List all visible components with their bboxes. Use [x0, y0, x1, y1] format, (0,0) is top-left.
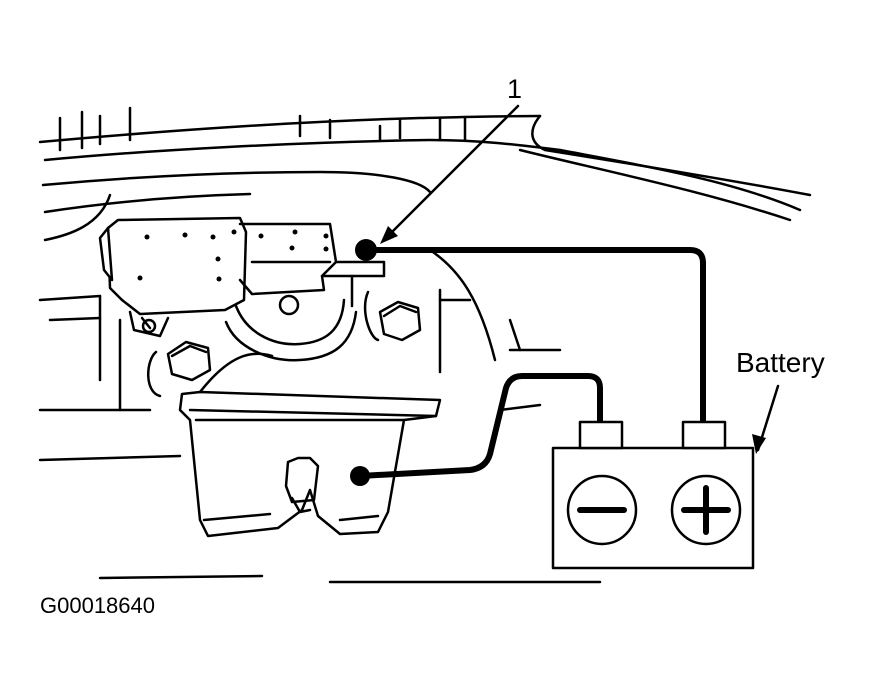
positive-terminal: [681, 420, 727, 450]
battery-arrowhead: [752, 434, 766, 454]
negative-terminal: [578, 420, 624, 450]
mounting-bolt-left: [147, 340, 212, 398]
figure-code-label: G00018640: [40, 593, 155, 618]
latch-actuator: [98, 216, 386, 362]
latch-housing: [178, 352, 442, 538]
body-panel-lines: [38, 106, 812, 584]
actuator-screws: [137, 229, 329, 282]
mounting-bolt-right: [363, 290, 422, 342]
callout-leader-line: [390, 104, 520, 234]
wire-negative: [357, 373, 603, 479]
callout-number-label: 1: [507, 74, 523, 104]
callout-arrowhead: [380, 226, 398, 244]
connector-terminal-dot: [355, 239, 377, 261]
ground-connection-dot: [350, 466, 370, 486]
battery: [551, 420, 755, 570]
battery-label: Battery: [736, 347, 825, 378]
wire-positive: [365, 247, 706, 425]
